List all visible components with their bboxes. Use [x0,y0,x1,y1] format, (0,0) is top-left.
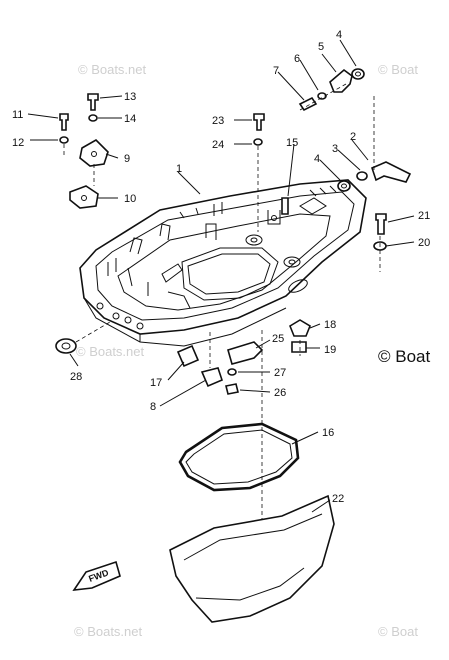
watermark-mid-right: © Boat [378,347,430,366]
latch-hook [329,68,353,93]
callout-25: 25 [272,333,284,345]
washer-3 [356,171,368,181]
screw-11 [59,113,69,131]
callout-4-upper: 4 [336,29,342,41]
callout-24: 24 [212,139,224,151]
callout-15: 15 [286,137,298,149]
screw-23 [253,113,265,131]
leader-lines [27,39,415,513]
assembly-line [75,321,111,343]
callout-28: 28 [70,371,82,383]
nut-4-upper [351,68,365,80]
grommet-18 [289,319,311,337]
callout-12: 12 [12,137,24,149]
cap-28 [55,338,77,354]
callout-23: 23 [212,115,224,127]
cowling-seal [178,422,300,492]
screw-13 [87,93,99,111]
assembly-line [299,83,347,111]
washer-27 [227,368,237,376]
watermark-top-left: © Boats.net [78,62,147,77]
callout-26: 26 [274,387,286,399]
washer-12 [59,136,69,144]
washer-14 [88,114,98,122]
damper-17 [176,344,200,368]
callout-5: 5 [318,41,324,53]
watermark-bottom-right: © Boat [378,624,418,639]
callout-20: 20 [418,237,430,249]
callout-21: 21 [418,210,430,222]
lower-cover [169,494,335,623]
callout-11: 11 [12,109,23,121]
bottom-cowling [79,179,367,347]
washer-24 [253,138,263,146]
bolt-21 [375,213,387,235]
callout-3: 3 [332,143,338,155]
watermark-mid-left: © Boats.net [76,344,145,359]
watermark-bottom-left: © Boats.net [74,624,143,639]
callout-18: 18 [324,319,336,331]
grommet-8 [200,367,223,388]
pin-15 [281,197,289,215]
callout-16: 16 [322,427,334,439]
nut-4-lower [337,180,351,192]
callout-6: 6 [294,53,300,65]
callout-1: 1 [176,163,182,175]
callout-19: 19 [324,344,336,356]
callout-7: 7 [273,65,279,77]
screw-26 [225,383,239,395]
callout-9: 9 [124,153,130,165]
callout-4-lower: 4 [314,153,320,165]
bolt-7 [298,96,318,112]
callout-14: 14 [124,113,136,125]
washer-6 [317,92,327,100]
callout-2: 2 [350,131,356,143]
callout-13: 13 [124,91,136,103]
latch-lever [371,161,412,183]
callout-17: 17 [150,377,162,389]
bracket-9 [79,139,109,167]
forward-arrow-icon: FWD [72,560,121,591]
bracket-10 [69,185,99,209]
bracket-25 [227,341,264,365]
callout-22: 22 [332,493,344,505]
callout-10: 10 [124,193,136,205]
callout-8: 8 [150,401,156,413]
callout-27: 27 [274,367,286,379]
collar-19 [291,341,307,353]
watermark-top-right: © Boat [378,62,418,77]
